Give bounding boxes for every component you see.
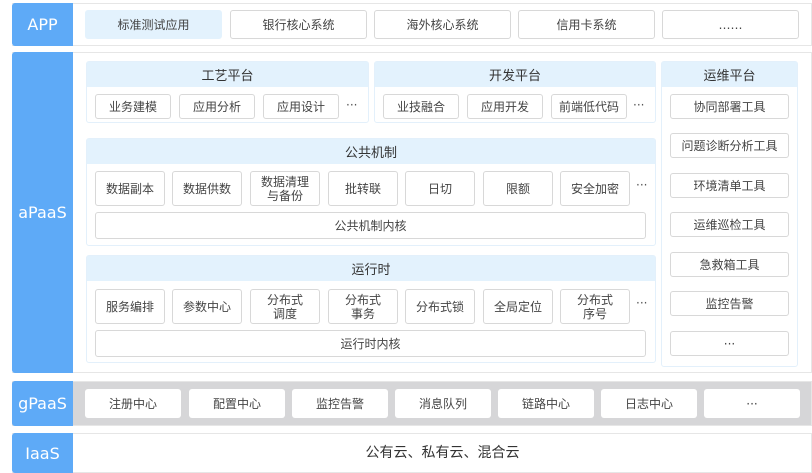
common-item[interactable]: 数据副本 — [95, 171, 165, 206]
runtime-item[interactable]: 分布式锁 — [405, 289, 475, 324]
iaas-row — [12, 433, 812, 473]
apaas-label: aPaaS — [12, 52, 73, 373]
runtime-item[interactable]: 分布式 序号 — [560, 289, 630, 324]
craft-platform-title: 工艺平台 — [87, 62, 368, 87]
gpaas-item[interactable]: 消息队列 — [395, 389, 491, 418]
iaas-label: IaaS — [12, 433, 73, 473]
app-item[interactable]: …… — [662, 10, 799, 39]
app-item[interactable]: 海外核心系统 — [374, 10, 511, 39]
dev-item[interactable]: 业技融合 — [383, 94, 459, 119]
dev-platform-title: 开发平台 — [375, 62, 655, 87]
gpaas-item[interactable]: 注册中心 — [85, 389, 181, 418]
common-core[interactable]: 公共机制内核 — [95, 212, 646, 239]
common-mechanism-title: 公共机制 — [87, 139, 655, 164]
ops-tool-item[interactable]: ··· — [670, 331, 789, 356]
ops-tool-item[interactable]: 环境清单工具 — [670, 173, 789, 198]
runtime-core[interactable]: 运行时内核 — [95, 330, 646, 357]
runtime-item[interactable]: 参数中心 — [172, 289, 242, 324]
app-item[interactable]: 信用卡系统 — [518, 10, 655, 39]
common-item[interactable]: 数据清理 与备份 — [250, 171, 320, 206]
common-item[interactable]: 安全加密 — [560, 171, 630, 206]
ops-platform-title: 运维平台 — [662, 62, 797, 87]
craft-item[interactable]: 应用分析 — [179, 94, 255, 119]
more-ellipsis: ··· — [346, 98, 358, 112]
runtime-item[interactable]: 分布式 事务 — [328, 289, 398, 324]
craft-item[interactable]: 业务建模 — [95, 94, 171, 119]
dev-item[interactable]: 前端低代码 — [551, 94, 627, 119]
gpaas-item[interactable]: 配置中心 — [189, 389, 285, 418]
app-label: APP — [12, 3, 73, 46]
app-item[interactable]: 银行核心系统 — [230, 10, 367, 39]
more-ellipsis: ··· — [636, 178, 648, 192]
common-item[interactable]: 限额 — [483, 171, 553, 206]
runtime-item[interactable]: 全局定位 — [483, 289, 553, 324]
common-item[interactable]: 批转联 — [328, 171, 398, 206]
gpaas-item[interactable]: ··· — [704, 389, 800, 418]
gpaas-item[interactable]: 链路中心 — [498, 389, 594, 418]
common-item[interactable]: 数据供数 — [172, 171, 242, 206]
runtime-item[interactable]: 服务编排 — [95, 289, 165, 324]
runtime-title: 运行时 — [87, 256, 655, 281]
common-item[interactable]: 日切 — [405, 171, 475, 206]
ops-tool-item[interactable]: 急救箱工具 — [670, 252, 789, 277]
iaas-text: 公有云、私有云、混合云 — [365, 444, 520, 461]
ops-tool-item[interactable]: 问题诊断分析工具 — [670, 133, 789, 158]
runtime-item[interactable]: 分布式 调度 — [250, 289, 320, 324]
dev-item[interactable]: 应用开发 — [467, 94, 543, 119]
gpaas-item[interactable]: 监控告警 — [292, 389, 388, 418]
app-item[interactable]: 标准测试应用 — [85, 10, 222, 39]
craft-item[interactable]: 应用设计 — [263, 94, 339, 119]
gpaas-label: gPaaS — [12, 381, 73, 426]
more-ellipsis: ··· — [636, 296, 648, 310]
more-ellipsis: ··· — [633, 98, 645, 112]
ops-tool-item[interactable]: 协同部署工具 — [670, 94, 789, 119]
ops-tool-item[interactable]: 运维巡检工具 — [670, 212, 789, 237]
gpaas-item[interactable]: 日志中心 — [601, 389, 697, 418]
ops-tool-item[interactable]: 监控告警 — [670, 291, 789, 316]
